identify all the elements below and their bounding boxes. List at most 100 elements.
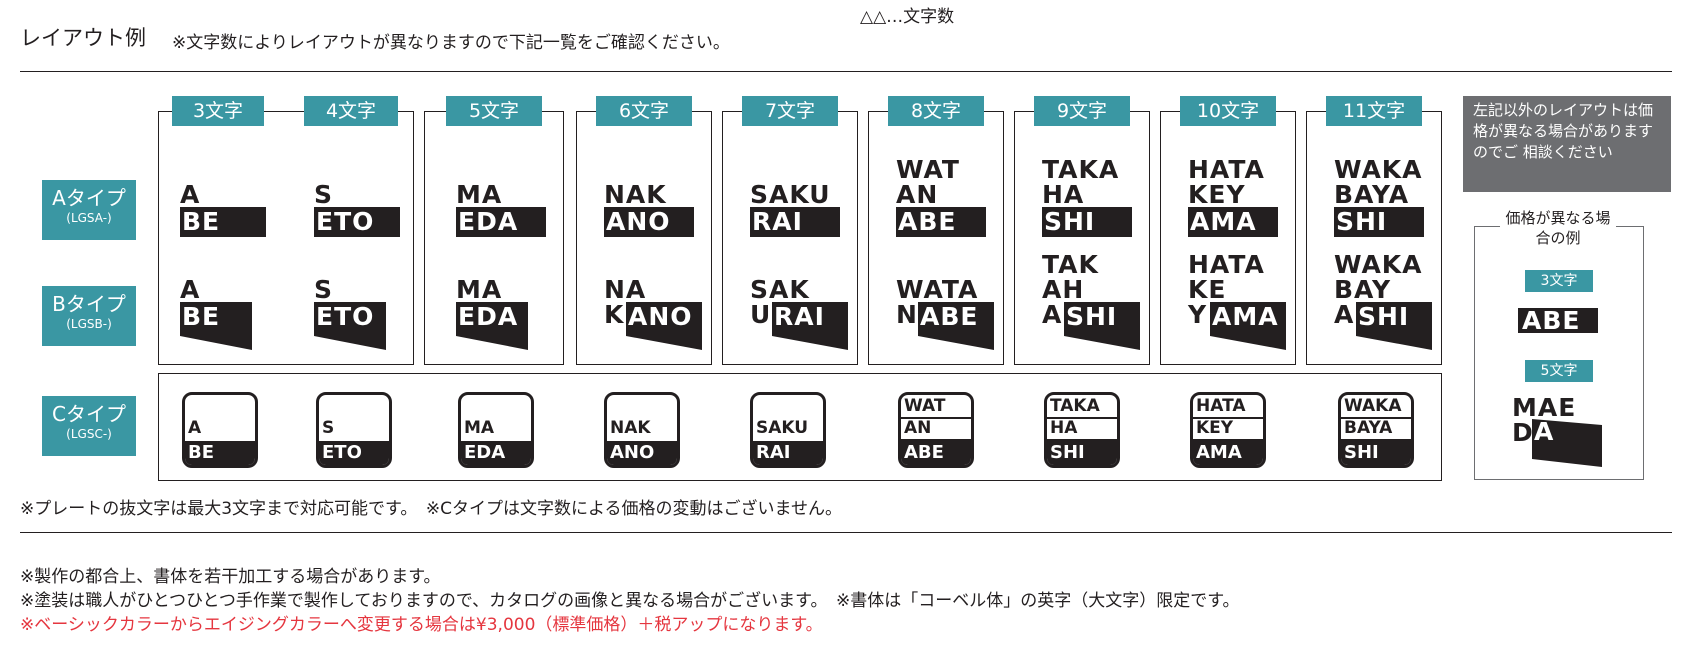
plate-a-text-line: A <box>180 180 201 209</box>
plate-b-black-trapezoid <box>626 302 702 350</box>
plate-a-black-line: BE <box>180 207 266 237</box>
plate-b-text-line: WAKA <box>1334 250 1423 279</box>
plate-a-text-line: KEY <box>1188 180 1246 209</box>
col-header-11: 11文字 <box>1326 96 1422 126</box>
example-5-black-text: A <box>1534 417 1554 446</box>
plate-b-text-line: SAK <box>750 275 810 304</box>
plate-b-text-line: KE <box>1188 275 1227 304</box>
plate-c-text-line: NAK <box>610 418 651 438</box>
plate-b-text-line: NA <box>604 275 647 304</box>
plate-a-black-text: RAI <box>750 207 840 237</box>
col-header-9: 9文字 <box>1034 96 1130 126</box>
plate-a-text-line: SAKU <box>750 180 831 209</box>
plate-a-black-text: AMA <box>1188 207 1278 237</box>
plate-b-black-shape <box>1064 302 1140 350</box>
plate-a-black-line: ABE <box>896 207 986 237</box>
other-layout-note: 左記以外のレイアウトは価格が異なる場合がありますのでご 相談ください <box>1463 96 1671 192</box>
col-header-5: 5文字 <box>446 96 542 126</box>
title-note: ※文字数によりレイアウトが異なりますので下記一覧をご確認ください。 <box>172 33 730 53</box>
example-5-plate: MAE D <box>1512 393 1577 447</box>
plate-c-black-text: ABE <box>901 441 971 465</box>
plate-a-text-line: HA <box>1042 180 1085 209</box>
plate-b-prefix-line: Y <box>1188 302 1265 327</box>
plate-c-black-text: AMA <box>1193 441 1263 465</box>
plate-b-black-shape <box>918 302 994 350</box>
plate-b-prefix-line: U <box>750 302 810 327</box>
example-3-label: 3文字 <box>1525 270 1593 292</box>
plate-c-black-text: RAI <box>753 441 823 465</box>
plate-a-black-text: ETO <box>314 207 400 237</box>
col-header-3: 3文字 <box>172 96 264 126</box>
plate-b-3文字: A <box>180 277 200 327</box>
plate-c-underline <box>1193 417 1263 419</box>
col-header-6: 6文字 <box>596 96 692 126</box>
divider-top <box>20 71 1672 72</box>
plate-b-black-shape <box>626 302 702 350</box>
divider-bottom <box>20 532 1672 533</box>
plate-c-black-text: ETO <box>319 441 389 465</box>
plate-c-7文字: SAKU RAI <box>750 392 826 468</box>
plate-b-black-shape <box>772 302 848 350</box>
plate-b-black-trapezoid <box>456 302 528 350</box>
plate-a-black-text: BE <box>180 207 266 237</box>
plate-b-4文字: S <box>314 277 333 327</box>
plate-c-black-text: EDA <box>461 441 531 465</box>
plate-b-prefix: A <box>1042 300 1063 329</box>
plate-b-black-text: SHI <box>1358 302 1410 331</box>
plate-b-text-line: S <box>314 275 334 304</box>
plate-b-black-text: EDA <box>458 302 519 331</box>
plate-b-5文字: MA <box>456 277 502 327</box>
col-header-7: 7文字 <box>742 96 838 126</box>
plate-b-black-trapezoid <box>1356 302 1432 350</box>
page-title: レイアウト例 <box>20 26 146 50</box>
plate-b-black-text: ANO <box>628 302 693 331</box>
example-5-black-trapezoid <box>1532 419 1602 467</box>
plate-a-black-text: SHI <box>1042 207 1132 237</box>
plate-c-underline <box>1193 439 1263 441</box>
plate-c-text-line: TAKA <box>1050 396 1100 416</box>
plate-a-black-line: AMA <box>1188 207 1278 237</box>
plate-a-text-line: WAKA <box>1334 155 1423 184</box>
plate-c-text-line: HA <box>1050 418 1078 438</box>
plate-c-text-line: WAKA <box>1344 396 1402 416</box>
plate-b-black-shape <box>1210 302 1286 350</box>
type-label-c: Cタイプ(LGSC-) <box>42 396 136 456</box>
char-count-legend: △△…文字数 <box>860 7 955 27</box>
plate-b-prefix: K <box>604 300 625 329</box>
plate-b-black-trapezoid <box>918 302 994 350</box>
plate-c-text-line: SAKU <box>756 418 809 438</box>
example-3-plate: ABE <box>1518 308 1598 333</box>
plate-a-black-line: ETO <box>314 207 400 237</box>
plate-b-prefix-line: A <box>1042 302 1099 327</box>
plate-c-black-text: SHI <box>1341 441 1411 465</box>
plate-b-black-text: ABE <box>920 302 979 331</box>
note-font-adjust: ※製作の都合上、書体を若干加工する場合があります。 <box>20 567 441 587</box>
plate-b-black-text: RAI <box>774 302 825 331</box>
plate-c-text-line: A <box>188 418 202 438</box>
plate-b-prefix: Y <box>1188 300 1208 329</box>
plate-b-prefix: N <box>896 300 918 329</box>
plate-c-text-line: AN <box>904 418 932 438</box>
col-header-4: 4文字 <box>304 96 398 126</box>
plate-a-text-line: S <box>314 180 334 209</box>
plate-a-text-line: HATA <box>1188 155 1265 184</box>
plate-c-underline <box>1047 439 1117 441</box>
plate-b-prefix-line: K <box>604 302 646 327</box>
col-header-10: 10文字 <box>1180 96 1276 126</box>
plate-c-text-line: S <box>322 418 335 438</box>
plate-a-black-text: EDA <box>456 207 546 237</box>
